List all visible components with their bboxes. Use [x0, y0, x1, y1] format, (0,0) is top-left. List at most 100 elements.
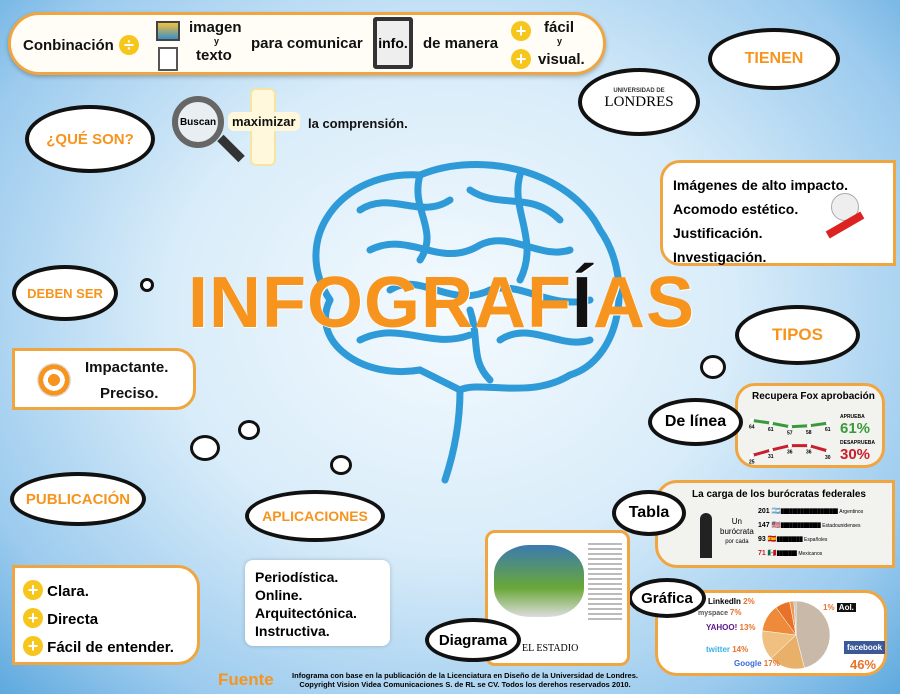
row-country: Estadounidenses: [822, 523, 861, 529]
label-de-linea: De línea: [664, 413, 727, 430]
label-diagrama: Diagrama: [438, 631, 508, 649]
list-item-text: Clara.: [47, 583, 89, 600]
slice-value: 2%: [743, 597, 755, 606]
cloud-de-linea: De línea: [648, 398, 743, 446]
divide-icon: ÷: [119, 35, 139, 55]
label-que-son: ¿QUÉ SON?: [46, 130, 134, 148]
text-maximizar: maximizar: [228, 112, 300, 131]
row-value: 201: [758, 508, 770, 515]
cloud-grafica: Gráfica: [628, 578, 706, 618]
aprueba-point-label: 58: [806, 430, 812, 436]
magnifier-handle: [217, 134, 245, 163]
side-text: burócrata: [720, 527, 754, 536]
text-para-comunicar: para comunicar: [251, 35, 363, 52]
label-publicacion: PUBLICACIÓN: [25, 490, 131, 508]
stadium-image: [494, 545, 584, 617]
row-value: 93: [758, 536, 766, 543]
notepad-icon: [158, 47, 178, 71]
table-row: 201 🇦🇷 ▮▮▮▮▮▮▮▮▮▮▮▮▮▮▮▮▮▮▮▮ Argentinos: [758, 508, 864, 515]
slice-name: facebook: [844, 641, 886, 654]
desaprueba-point-label: 30: [825, 455, 831, 461]
row-country: Españoles: [804, 537, 828, 543]
label-tienen: TIENEN: [744, 50, 804, 67]
slice-value: 17%: [763, 659, 780, 668]
magnifier-icon: Buscan: [172, 96, 224, 148]
aprueba-point: [788, 424, 792, 429]
slice-name: myspace: [698, 610, 728, 617]
aprueba-point: [750, 418, 754, 423]
plus-icon: +: [23, 608, 43, 628]
table-row: 71 🇲🇽 ▮▮▮▮▮▮▮ Mexicanos: [758, 550, 823, 557]
list-item: + Clara.: [23, 578, 174, 606]
label-deben-ser: DEBEN SER: [27, 285, 103, 301]
text-visual: visual.: [538, 51, 585, 68]
table-example: La carga de los burócratas federales Un …: [655, 480, 895, 568]
aprueba-point-label: 61: [825, 427, 831, 433]
pie-label: 1% Aol.: [823, 603, 856, 612]
info-label: info.: [378, 35, 408, 51]
cloud-aplicaciones: APLICACIONES: [245, 490, 385, 542]
desaprueba-point-label: 31: [768, 454, 774, 460]
desaprueba-point: [750, 453, 754, 458]
desaprueba-point: [788, 443, 792, 448]
logo-text: LONDRES: [604, 94, 674, 110]
list-item: + Directa: [23, 606, 174, 634]
pie-label: Google 17%: [734, 659, 780, 668]
list-item-text: Directa: [47, 611, 99, 628]
slice-name: LinkedIn: [708, 597, 741, 606]
label-grafica: Gráfica: [641, 589, 693, 607]
list-item: Instructiva.: [255, 623, 330, 639]
cloud-tipos: TIPOS: [735, 305, 860, 365]
list-item: + Fácil de entender.: [23, 634, 174, 662]
pie-label: myspace 7%: [698, 608, 741, 617]
list-item: Investigación.: [673, 249, 767, 265]
text-texto: texto: [196, 47, 232, 64]
text-buscan: Buscan: [179, 116, 217, 128]
slice-value: 13%: [739, 623, 756, 632]
list-item-text: Fácil de entender.: [47, 639, 174, 656]
target-icon: [37, 363, 71, 397]
list-item: Online.: [255, 587, 303, 603]
desaprueba-point-label: 36: [806, 450, 812, 456]
table-row: 93 🇪🇸 ▮▮▮▮▮▮▮▮▮ Españoles: [758, 536, 828, 543]
label-aplicaciones: APLICACIONES: [262, 508, 368, 524]
universidad-londres-logo: UNIVERSIDAD DE LONDRES: [578, 68, 700, 136]
pie-slice-facebook: [795, 600, 831, 669]
thought-bubble: [700, 355, 726, 379]
label-tabla: Tabla: [628, 504, 670, 521]
desaprueba-point: [769, 448, 773, 453]
text-comprension: la comprensión.: [308, 116, 408, 131]
title-end: AS: [592, 263, 696, 343]
cloud-que-son: ¿QUÉ SON?: [25, 105, 155, 173]
slice-value: 14%: [732, 645, 749, 654]
aprueba-point-label: 61: [768, 427, 774, 433]
aprueba-point: [807, 423, 811, 428]
desaprueba-point-label: 36: [787, 450, 793, 456]
slice-name: YAHOO!: [706, 623, 738, 632]
text-combinacion: Conbinación: [23, 37, 114, 54]
list-item: Arquitectónica.: [255, 605, 357, 621]
thought-bubble: [330, 455, 352, 475]
cloud-diagrama: Diagrama: [425, 618, 521, 662]
row-country: Mexicanos: [798, 551, 823, 557]
tienen-list: Imágenes de alto impacto. Acomodo estéti…: [660, 160, 896, 266]
text-facil: fácil: [544, 19, 575, 36]
thought-bubble: [190, 435, 220, 461]
cloud-deben-ser: DEBEN SER: [12, 265, 118, 321]
deben-ser-list: Impactante. Preciso.: [12, 348, 196, 410]
pie-slice-aol: [793, 600, 797, 636]
aplicaciones-list: Periodística. Online. Arquitectónica. In…: [245, 560, 390, 646]
pie-label: LinkedIn 2%: [708, 597, 755, 606]
cloud-tienen: TIENEN: [708, 28, 840, 90]
slice-name: Aol.: [836, 603, 856, 612]
row-value: 147: [758, 522, 770, 529]
label-tipos: TIPOS: [771, 325, 823, 344]
aprueba-point-label: 64: [749, 424, 755, 430]
side-text: Un: [731, 517, 743, 526]
plus-icon: +: [23, 580, 43, 600]
desaprueba-label: DESAPRUEBA: [840, 440, 876, 446]
slice-value: 1%: [823, 603, 835, 612]
table-row: 147 🇺🇸 ▮▮▮▮▮▮▮▮▮▮▮▮▮▮ Estadounidenses: [758, 522, 861, 529]
